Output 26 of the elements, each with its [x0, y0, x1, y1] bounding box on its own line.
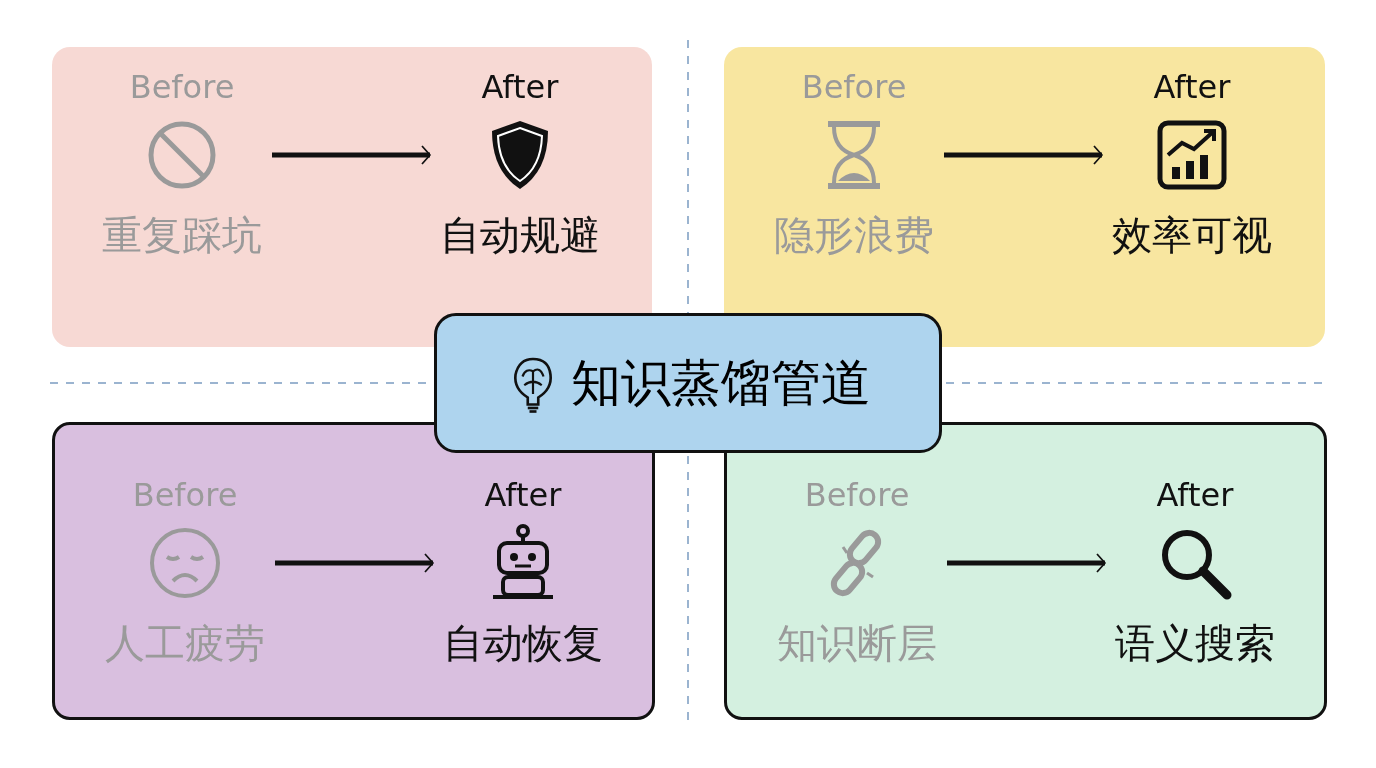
item-text: 自动规避 — [440, 211, 600, 260]
after-label: After — [1156, 475, 1234, 515]
panel — [52, 422, 655, 720]
item-text: 效率可视 — [1112, 211, 1272, 260]
item-text: 人工疲劳 — [105, 619, 265, 668]
item-text: 隐形浪费 — [774, 211, 934, 260]
before-label: Before — [129, 67, 235, 107]
panel — [724, 47, 1325, 347]
before-label: Before — [804, 475, 910, 515]
item-text: 自动恢复 — [443, 619, 603, 668]
arrow — [947, 553, 1106, 573]
item-text: 语义搜索 — [1115, 619, 1275, 668]
item-text: 重复踩坑 — [102, 211, 262, 260]
panel — [52, 47, 652, 347]
before-label: Before — [801, 67, 907, 107]
arrow — [272, 145, 431, 165]
title-box — [434, 313, 942, 453]
arrow — [275, 553, 434, 573]
title-text: 知识蒸馏管道 — [571, 352, 871, 414]
after-label: After — [1153, 67, 1231, 107]
before-label: Before — [132, 475, 238, 515]
panel — [724, 422, 1327, 720]
arrow — [944, 145, 1103, 165]
after-label: After — [481, 67, 559, 107]
item-text: 知识断层 — [777, 619, 937, 668]
after-label: After — [484, 475, 562, 515]
